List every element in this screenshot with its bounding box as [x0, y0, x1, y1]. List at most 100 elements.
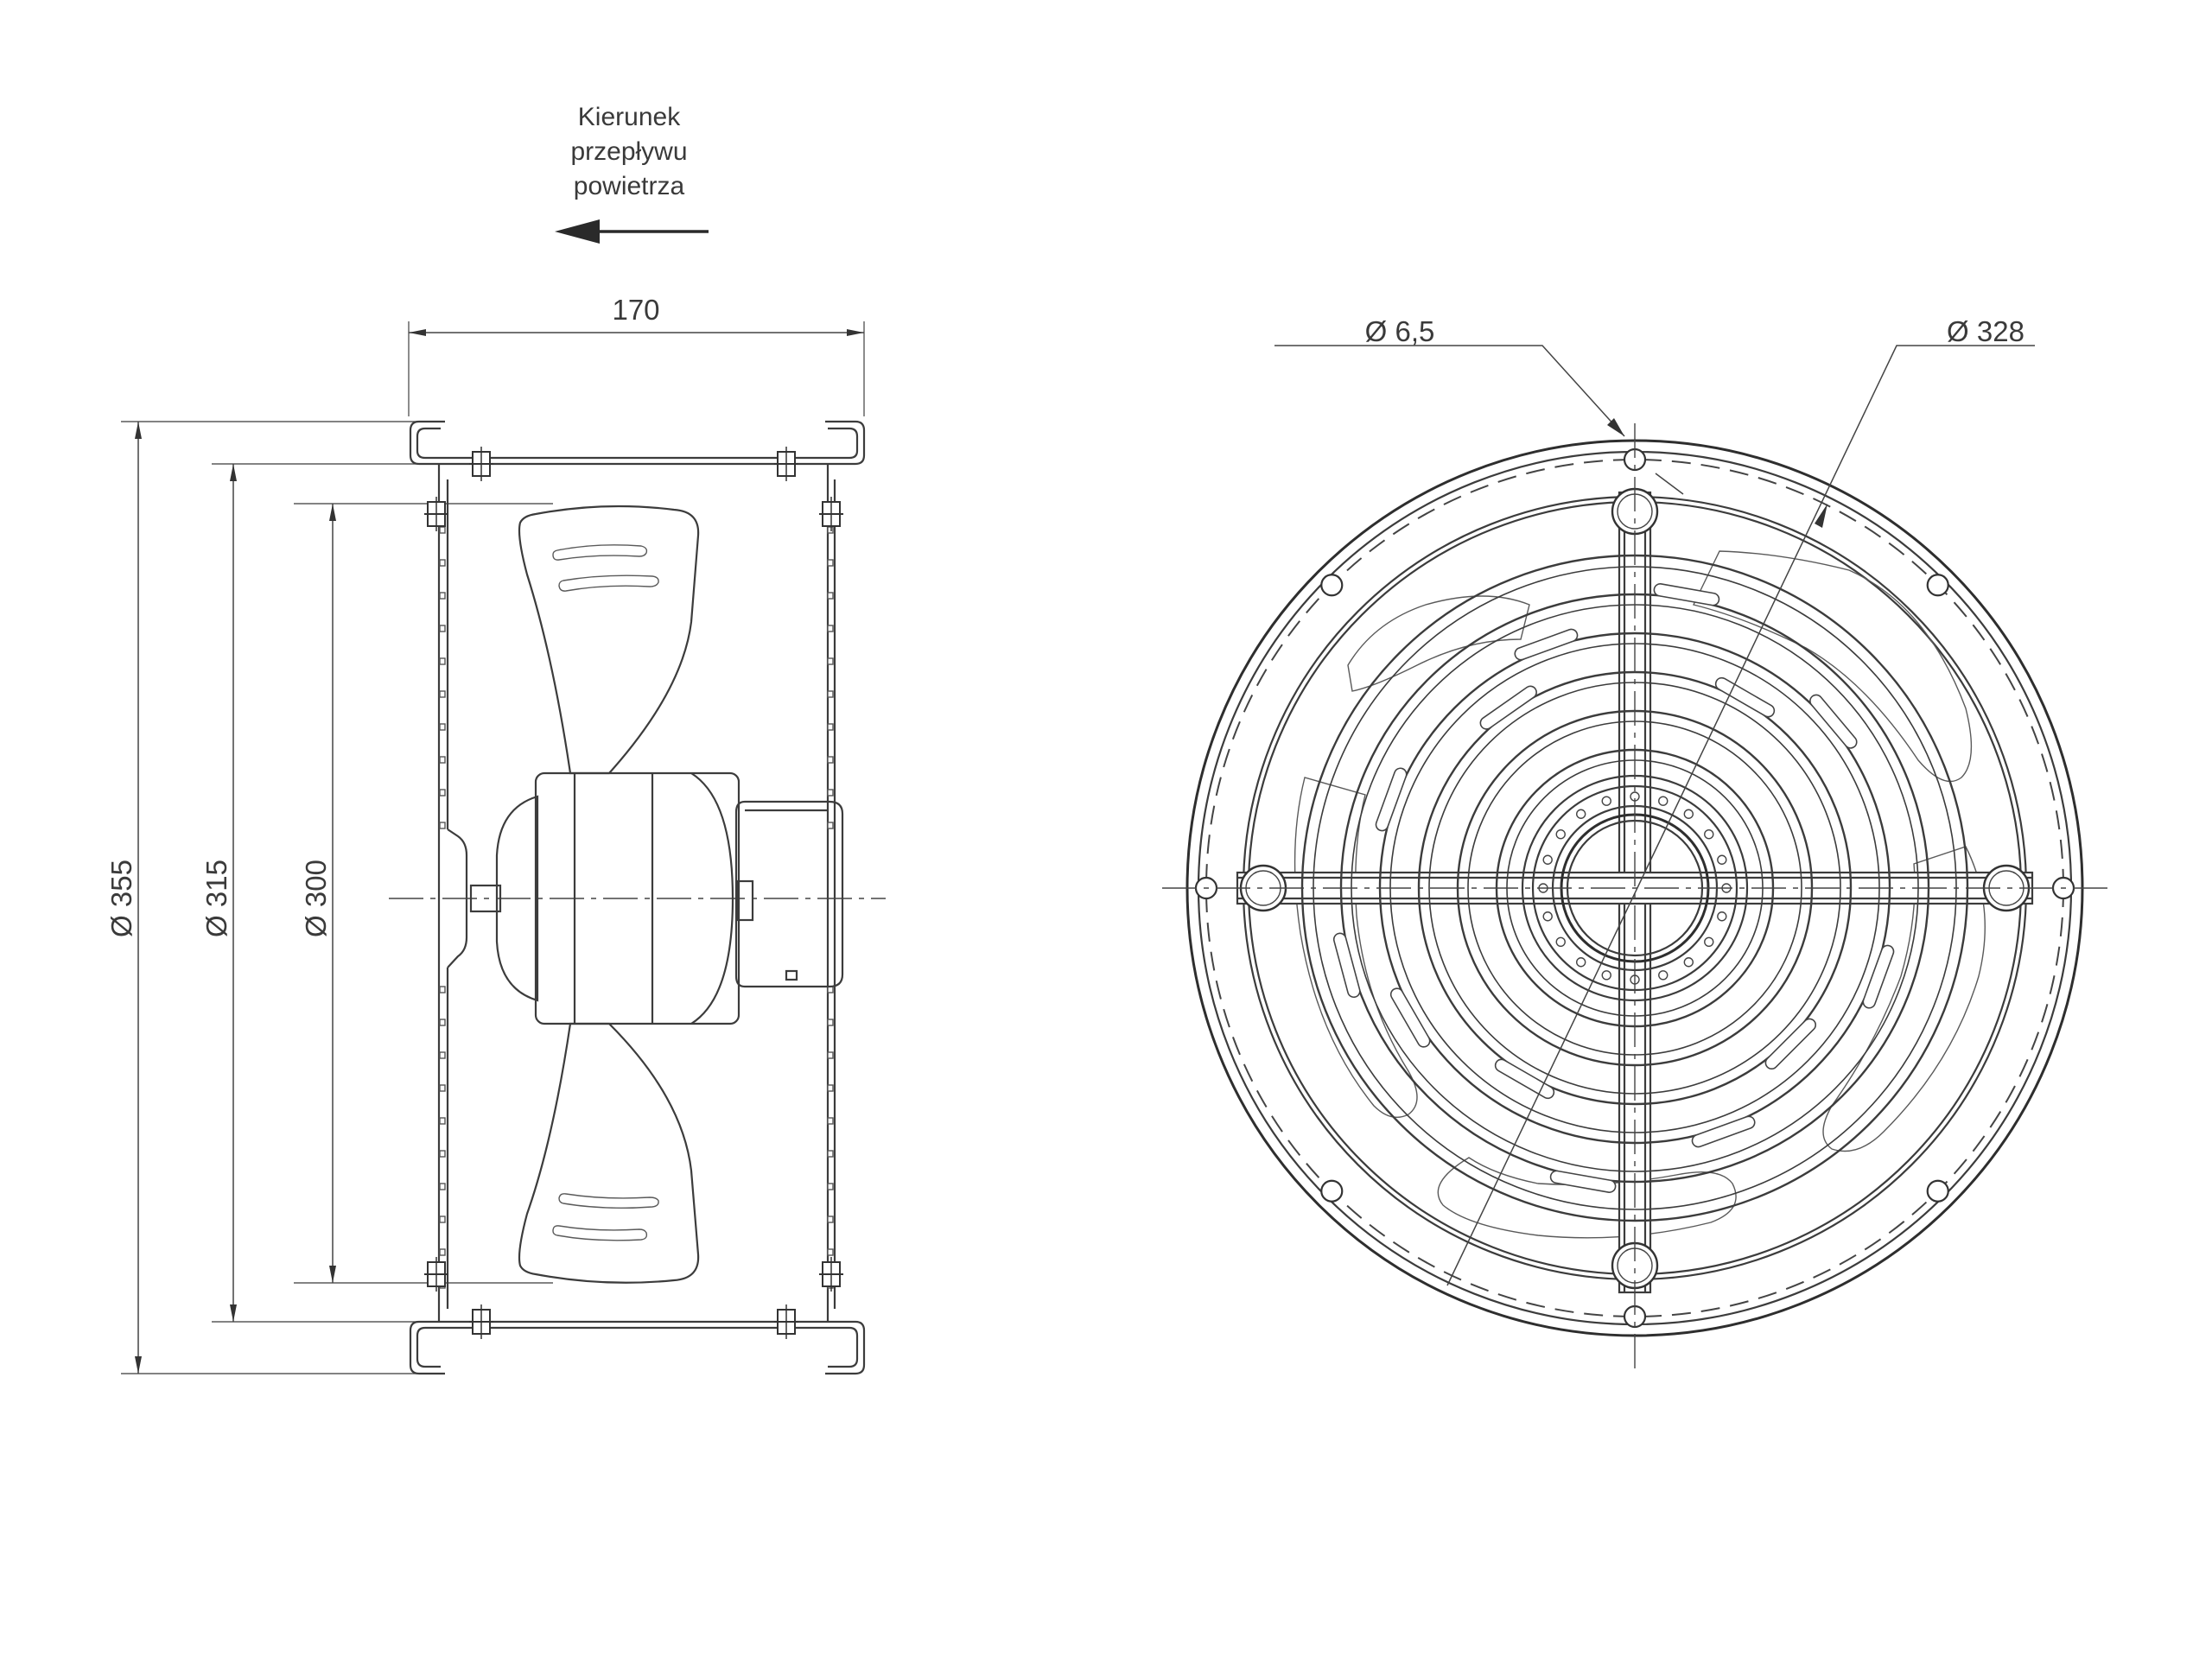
rivet [827, 1150, 834, 1158]
grill-slot [1389, 987, 1431, 1048]
airflow-arrow-icon [555, 219, 709, 244]
rivet [439, 1248, 446, 1256]
bolt-circle-dimension-leader [1446, 345, 2035, 1286]
grill-slot [1764, 1018, 1817, 1070]
rivet [827, 559, 834, 567]
grill-slot [1714, 676, 1776, 718]
grill-slot [1653, 583, 1720, 606]
bolt-icon [424, 447, 843, 1339]
hub-hole [1575, 809, 1586, 819]
grill-slot [1479, 685, 1537, 730]
airflow-label-line1: Kierunek [578, 103, 681, 131]
rivet [827, 526, 834, 534]
housing-flange-bottom [409, 1320, 866, 1375]
side-view: 170 Ø 355 Ø 315 Ø 300 [105, 294, 886, 1375]
grill-slot [1862, 944, 1895, 1009]
hole-dimension-leader [1274, 345, 1684, 495]
fan-blade-top [518, 505, 700, 775]
airflow-label-line3: powietrza [574, 172, 685, 200]
rivet [439, 526, 446, 534]
rivet [439, 756, 446, 764]
hub-hole [1717, 911, 1727, 922]
hub-hole [1658, 970, 1669, 981]
grill-slot [1809, 694, 1858, 749]
rivet [827, 690, 834, 698]
bolt-icon [469, 1304, 493, 1339]
rivet [439, 1084, 446, 1092]
rivet [827, 1117, 834, 1125]
rivet [827, 1051, 834, 1059]
hub-hole [1601, 970, 1611, 981]
grill-slot [1514, 628, 1579, 661]
grill-slot [1691, 1115, 1756, 1148]
hub-hole [1704, 828, 1714, 840]
d315-dimension-label: Ø 315 [200, 860, 232, 937]
hub-hole [1575, 957, 1586, 968]
mounting-hole [1320, 574, 1344, 597]
hub-hole [1717, 854, 1727, 865]
hub-hole [1704, 936, 1714, 948]
rivet [827, 1084, 834, 1092]
rivet [827, 756, 834, 764]
rivet [439, 1216, 446, 1223]
rivet [827, 1216, 834, 1223]
rivet [439, 657, 446, 665]
hub-hole [1683, 809, 1694, 819]
rivet [439, 592, 446, 600]
rivet [439, 1051, 446, 1059]
rivet [827, 592, 834, 600]
d300-dimension-label: Ø 300 [300, 860, 332, 937]
mounting-hole [1926, 1179, 1949, 1203]
bolt-icon [774, 1304, 798, 1339]
grill-slot [1494, 1058, 1555, 1100]
rivet [827, 625, 834, 632]
grill-slot [1549, 1170, 1617, 1193]
hub-hole [1555, 828, 1566, 840]
bolt-icon [774, 447, 798, 481]
rivet [827, 1183, 834, 1190]
airflow-direction-label: Kierunek przepływu powietrza [570, 103, 687, 200]
bolt-icon [424, 1257, 448, 1292]
rivet [439, 559, 446, 567]
bolt-circle-dimension-label: Ø 328 [1947, 315, 2024, 347]
hub-hole [1658, 796, 1669, 806]
fan-blade-bottom [518, 1022, 700, 1284]
bolt-icon [469, 447, 493, 481]
front-view: Ø 6,5 Ø 328 [1162, 315, 2108, 1369]
hub-hole [1683, 957, 1694, 968]
rivet [439, 1019, 446, 1026]
guard-frame [437, 464, 836, 1322]
mounting-hole [1320, 1179, 1344, 1203]
grill-slot [1375, 767, 1408, 832]
hub-hole [1542, 854, 1553, 865]
depth-dimension-label: 170 [612, 294, 659, 326]
rivet [827, 1248, 834, 1256]
hub-hole [1542, 911, 1553, 922]
hole-dimension-label: Ø 6,5 [1365, 315, 1435, 347]
bolt-icon [819, 1257, 843, 1292]
rivet [439, 723, 446, 731]
rivet [827, 822, 834, 829]
hub-hole [1555, 936, 1566, 948]
rivet [439, 822, 446, 829]
rivet [439, 1117, 446, 1125]
rivet [439, 625, 446, 632]
grill-slot [1332, 932, 1361, 999]
rivet [827, 1019, 834, 1026]
mounting-hole [1926, 574, 1949, 597]
motor-body [469, 771, 844, 1025]
airflow-label-line2: przepływu [570, 137, 687, 166]
rivet [439, 1150, 446, 1158]
rivet [439, 690, 446, 698]
guard-rivets [439, 526, 834, 1289]
rivet [439, 1183, 446, 1190]
bolt-icon [819, 497, 843, 531]
bolt-icon [424, 497, 448, 531]
rivet [439, 789, 446, 797]
rivet [827, 657, 834, 665]
hub-hole [1601, 796, 1611, 806]
front-fan-blades [1294, 550, 1986, 1239]
rivet [827, 789, 834, 797]
rivet [827, 723, 834, 731]
